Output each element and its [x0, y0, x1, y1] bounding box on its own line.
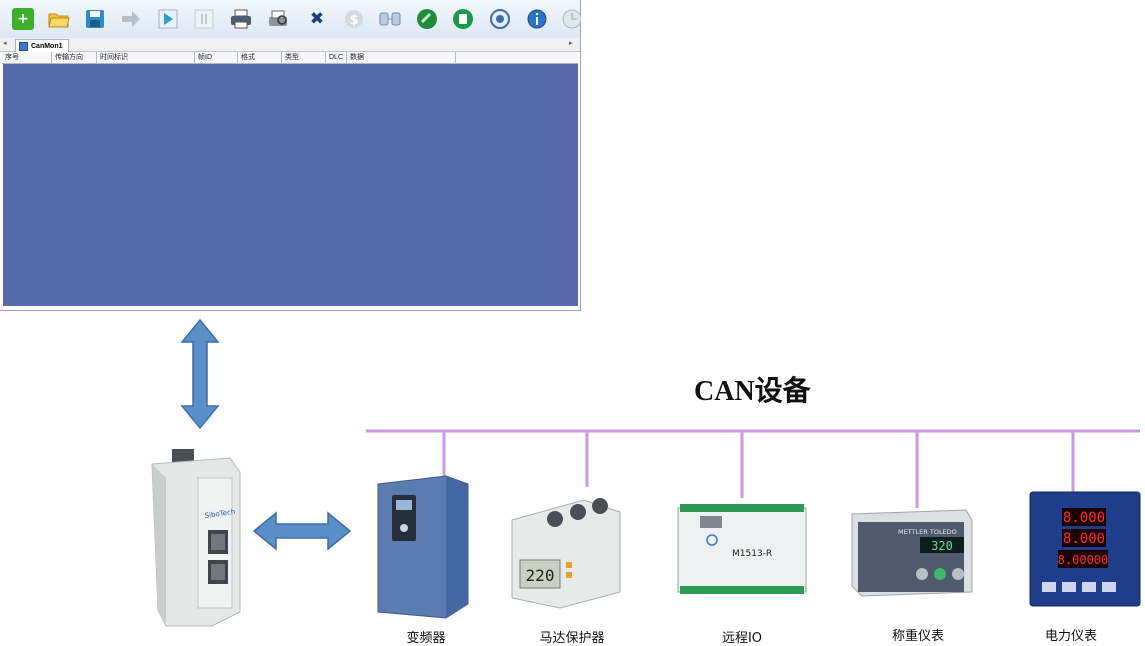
refresh-icon[interactable]: $ — [343, 8, 365, 30]
device-label-motor-protector: 马达保护器 — [539, 631, 605, 646]
table-header-row: 序号 传输方向 时间标识 帧ID 格式 类型 DLC 数据 — [2, 52, 578, 64]
horizontal-double-arrow — [252, 511, 352, 551]
device-label-weighing: 称重仪表 — [891, 629, 944, 644]
tab-monitor-icon — [19, 41, 28, 51]
scale-brand-text: METTLER TOLEDO — [898, 528, 957, 536]
tab-label: CanMon1 — [31, 42, 63, 50]
device-label-remote-io: 远程IO — [721, 631, 763, 646]
motor-protector-device: 220 — [511, 498, 621, 609]
weighing-indicator-device: METTLER TOLEDO 320 — [851, 509, 973, 597]
vertical-double-arrow — [180, 318, 220, 430]
tab-scroll-left-icon[interactable]: ◂ — [3, 40, 7, 47]
column-header[interactable]: 序号 — [2, 52, 52, 63]
toolbar: + ✖ $ — [0, 0, 582, 39]
column-header[interactable]: 数据 — [347, 52, 456, 63]
open-folder-icon[interactable] — [48, 8, 70, 30]
device-label-power-meter: 电力仪表 — [1044, 629, 1097, 644]
save-icon[interactable] — [84, 8, 106, 30]
frequency-inverter-device — [377, 475, 469, 619]
power-meter-device: 8.000 8.000 8.00000 — [1029, 491, 1141, 607]
go-icon[interactable] — [416, 8, 438, 30]
column-header[interactable]: 帧ID — [195, 52, 238, 63]
settings-icon[interactable] — [489, 8, 511, 30]
io-module-text: M1513-R — [732, 549, 772, 559]
close-icon[interactable]: ✖ — [309, 9, 325, 29]
column-header[interactable]: 传输方向 — [52, 52, 97, 63]
tab-canmon1[interactable]: CanMon1 — [15, 39, 69, 52]
gateway-device: SiboTech — [151, 449, 241, 627]
bus-icon[interactable] — [452, 8, 474, 30]
power-meter-reading: 8.000 — [1063, 510, 1105, 526]
column-header[interactable]: 类型 — [282, 52, 326, 63]
clock-icon[interactable] — [560, 8, 582, 30]
column-header[interactable]: 格式 — [238, 52, 282, 63]
print-preview-icon[interactable] — [267, 8, 289, 30]
devices-icon[interactable] — [379, 8, 401, 30]
column-header[interactable]: 时间标识 — [97, 52, 195, 63]
can-monitor-window: + ✖ $ ◂ — [0, 0, 581, 311]
power-meter-reading: 8.00000 — [1058, 553, 1109, 567]
tab-scroll-right-icon[interactable]: ▸ — [569, 40, 573, 47]
can-devices-title: CAN设备 — [694, 376, 811, 407]
device-label-inverter: 变频器 — [406, 631, 446, 646]
svg-text:$: $ — [349, 13, 358, 28]
scale-display: 320 — [931, 539, 953, 553]
tab-bar: ◂ CanMon1 ▸ — [0, 38, 580, 52]
motor-protector-display: 220 — [526, 566, 555, 585]
forward-arrow-icon[interactable] — [120, 8, 142, 30]
power-meter-reading: 8.000 — [1063, 531, 1105, 547]
print-icon[interactable] — [230, 8, 252, 30]
message-list-area[interactable] — [3, 64, 578, 306]
remote-io-device: M1513-R — [677, 504, 807, 594]
add-icon[interactable]: + — [12, 8, 34, 30]
info-icon[interactable] — [526, 8, 548, 30]
play-icon[interactable] — [157, 8, 179, 30]
column-header[interactable]: DLC — [326, 52, 347, 63]
pause-icon[interactable] — [193, 8, 215, 30]
